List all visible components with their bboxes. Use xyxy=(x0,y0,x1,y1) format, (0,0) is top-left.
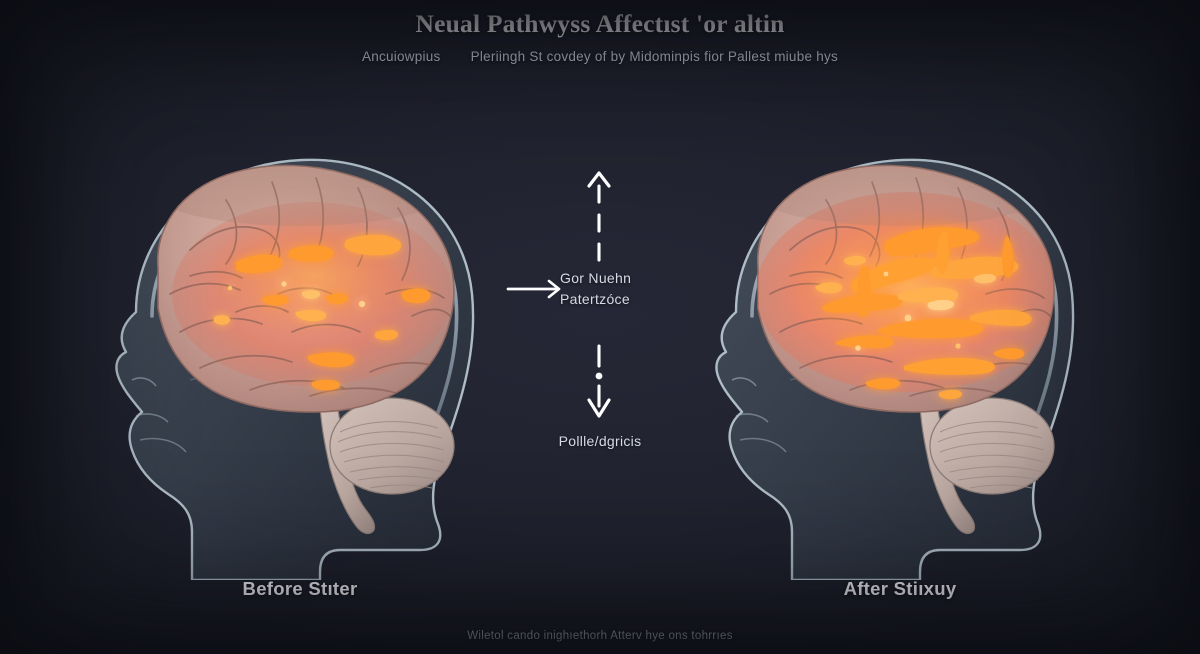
center-pathway-label: Gor Nuehn Patertzóce xyxy=(560,268,700,310)
page-title: Neual Pathwyss Affectıst 'or altin xyxy=(415,9,785,38)
brain-illustration-before xyxy=(40,80,560,580)
cerebellum-shape xyxy=(929,397,1055,495)
activation-highlights-after xyxy=(782,208,1034,400)
subtitle-part-a: Ancuiowpius xyxy=(362,48,441,64)
panel-before xyxy=(40,80,560,580)
figure-subtitle: Ancuiowpius Pleriingh St covdey of by Mid… xyxy=(0,49,1200,64)
center-annotations: Gor Nuehn Patertzóce Pollle/dgricis xyxy=(500,150,700,470)
cerebrum-shape xyxy=(156,164,455,413)
center-lower-label: Pollle/dgricis xyxy=(558,433,642,449)
caption-after: After Stiıxuy xyxy=(843,578,957,599)
figure-header: Neual Pathwyss Affectıst 'or altin Ancui… xyxy=(0,8,1200,64)
figure-footnote: Wiletol cando inighıethorh Atterv hye on… xyxy=(467,630,733,642)
panel-after xyxy=(640,80,1160,580)
caption-before: Before Stıter xyxy=(242,578,358,599)
down-arrow-dashed-icon xyxy=(587,344,611,418)
up-arrow-dashed-icon xyxy=(587,171,611,262)
center-label-line1: Gor Nuehn xyxy=(560,270,632,286)
brain-illustration-after xyxy=(640,80,1160,580)
activation-highlights-before xyxy=(206,216,431,391)
cerebellum-shape xyxy=(329,397,455,495)
subtitle-part-b: Pleriingh St covdey of by Midominpis fio… xyxy=(470,48,838,64)
center-label-line2: Patertzóce xyxy=(560,291,630,307)
right-arrow-solid-icon xyxy=(506,279,561,299)
